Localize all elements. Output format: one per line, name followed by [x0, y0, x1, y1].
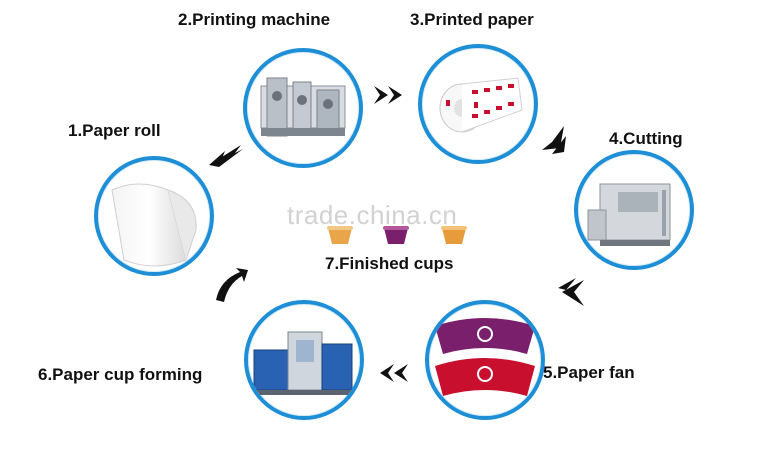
finished-cup-1-icon [327, 226, 353, 244]
arrow-5-to-6-icon [380, 364, 408, 382]
step-6-label: 6.Paper cup forming [38, 365, 203, 384]
arrow-4-to-5-icon [558, 278, 584, 306]
arrow-6-to-7-icon [216, 268, 248, 302]
printing-machine-icon [260, 77, 346, 137]
printed-paper-image [418, 44, 538, 164]
step-3-label: 3.Printed paper [410, 10, 534, 29]
cutting-machine-image [574, 150, 694, 270]
arrow-2-to-3-icon [374, 86, 402, 104]
finished-cup-2-icon [383, 226, 409, 244]
step-5-label: 5.Paper fan [543, 363, 635, 382]
step-4-label: 4.Cutting [609, 129, 683, 148]
finished-cup-3-icon [441, 226, 467, 244]
arrow-1-to-2-icon [209, 145, 243, 167]
printed-paper-icon [439, 77, 523, 133]
step-7-label: 7.Finished cups [325, 254, 454, 273]
printing-machine-image [243, 48, 363, 168]
paper-roll-icon [111, 183, 197, 267]
cup-forming-machine-image [244, 300, 364, 420]
cutting-machine-icon [587, 183, 671, 246]
paper-fan-icon [435, 318, 535, 396]
step-2-label: 2.Printing machine [178, 10, 331, 29]
step-1-label: 1.Paper roll [68, 121, 161, 140]
paper-roll-image [94, 156, 214, 276]
watermark-text: trade.china.cn [287, 200, 458, 230]
arrow-3-to-4-icon [542, 126, 566, 154]
cup-forming-machine-icon [253, 331, 353, 395]
paper-fan-image [425, 300, 545, 420]
